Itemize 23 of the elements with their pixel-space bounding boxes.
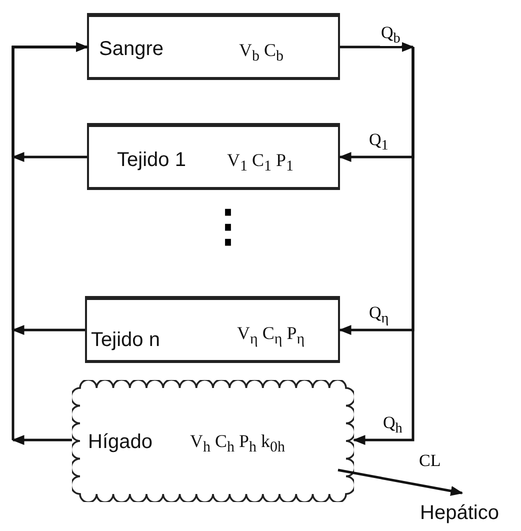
node-label: Sangre: [99, 39, 164, 59]
node-label: Tejido n: [91, 330, 160, 350]
flow-arrow: [12, 152, 87, 162]
variable-list: V$_{1}$ C$_{1}$ P$_{1}$: [227, 151, 294, 175]
flow-arrow: [12, 325, 85, 335]
organ-cloud-shape: [72, 380, 354, 502]
variable-list: V$_{b}$ C$_{b}$: [239, 41, 284, 65]
node-label: Hígado: [88, 432, 152, 452]
flow-arrow: [352, 47, 414, 445]
node-label: Hepático: [420, 503, 499, 523]
compartment-box: [87, 123, 340, 190]
variable-list: V$_{h}$ C$_{h}$ P$_{h}$ k$_{0h}$: [190, 432, 286, 456]
edge-label: Q$_{η}$: [368, 304, 390, 326]
compartment-box: [85, 296, 340, 363]
flow-arrow: [338, 468, 464, 496]
variable-list: V$_{η}$ C$_{η}$ P$_{η}$: [237, 324, 305, 348]
node-label: Tejido 1: [117, 150, 186, 170]
flow-arrow: [340, 42, 414, 52]
flow-arrow: [12, 42, 88, 440]
flow-arrow: [12, 435, 72, 445]
edge-label: CL: [418, 452, 442, 469]
flow-label: Q$_{b}$: [380, 24, 402, 46]
compartment-box: [87, 13, 340, 80]
